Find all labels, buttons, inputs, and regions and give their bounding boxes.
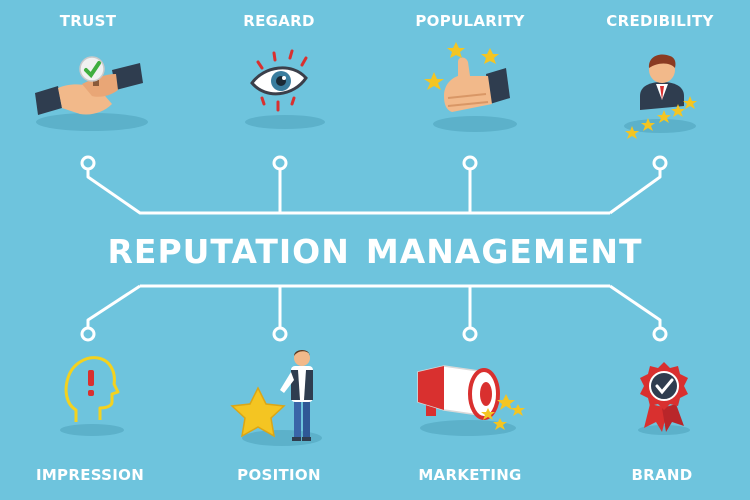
- label-regard: REGARD: [243, 12, 315, 30]
- node-popularity: [462, 155, 478, 171]
- node-trust: [80, 155, 96, 171]
- thumbs-up-icon: [424, 42, 517, 132]
- connector-trust: [86, 163, 280, 215]
- connector-credibility: [609, 163, 662, 215]
- eye-icon: [245, 49, 325, 129]
- connector-brand: [609, 284, 662, 330]
- title-word-2: MANAGEMENT: [365, 232, 643, 271]
- businessman-rating-icon: [624, 54, 697, 139]
- head-exclamation-icon: [60, 356, 124, 436]
- node-marketing: [462, 326, 478, 342]
- label-brand: BRAND: [631, 466, 693, 484]
- node-impression: [80, 326, 96, 342]
- label-impression: IMPRESSION: [35, 466, 145, 484]
- connector-impression: [86, 284, 141, 330]
- quality-badge-icon: [638, 362, 690, 435]
- title-word-1: REPUTATION: [107, 232, 350, 271]
- megaphone-icon: [417, 365, 525, 436]
- label-credibility: CREDIBILITY: [606, 12, 714, 30]
- page-title: REPUTATION MANAGEMENT: [0, 232, 750, 271]
- label-trust: TRUST: [59, 12, 117, 30]
- node-brand: [652, 326, 668, 342]
- man-with-star-icon: [230, 350, 322, 446]
- node-regard: [272, 155, 288, 171]
- label-marketing: MARKETING: [418, 466, 522, 484]
- label-popularity: POPULARITY: [415, 12, 525, 30]
- node-credibility: [652, 155, 668, 171]
- handshake-icon: [35, 56, 148, 131]
- label-position: POSITION: [237, 466, 321, 484]
- node-position: [272, 326, 288, 342]
